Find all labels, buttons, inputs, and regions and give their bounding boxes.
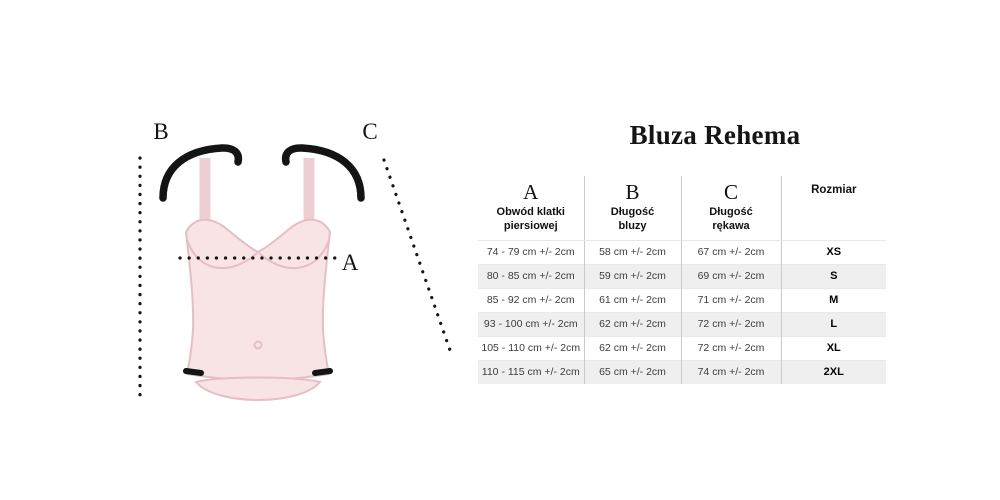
table-row: 105 - 110 cm +/- 2cm 62 cm +/- 2cm 72 cm… (478, 335, 886, 361)
camisole-bodice (185, 218, 331, 381)
cell-size: 2XL (780, 359, 886, 384)
col-header-length: B Długość bluzy (583, 176, 681, 241)
col-label-sleeve: Długość rękawa (709, 206, 753, 233)
cell-chest: 110 - 115 cm +/- 2cm (478, 359, 584, 384)
cell-size: M (780, 287, 886, 313)
cell-size: S (780, 263, 886, 289)
cell-chest: 85 - 92 cm +/- 2cm (478, 287, 584, 313)
left-shoulder-arc (159, 144, 243, 202)
cell-chest: 74 - 79 cm +/- 2cm (486, 246, 575, 259)
table-row: 93 - 100 cm +/- 2cm 62 cm +/- 2cm 72 cm … (478, 311, 886, 337)
cell-sleeve: 74 cm +/- 2cm (680, 359, 781, 384)
cell-size: XS (780, 240, 886, 265)
col-header-size: Rozmiar (780, 176, 886, 241)
cell-sleeve: 67 cm +/- 2cm (680, 240, 781, 265)
navel-dot (253, 340, 263, 350)
table-header-row: A Obwód klatki piersiowej B Długość bluz… (478, 176, 886, 241)
col-header-sleeve: C Długość rękawa (680, 176, 781, 241)
measurement-label-b: B (153, 119, 168, 144)
right-cup-seam (258, 239, 330, 270)
measurement-label-c: C (362, 119, 377, 144)
size-table: A Obwód klatki piersiowej B Długość bluz… (478, 176, 886, 384)
col-letter-a: A (523, 180, 539, 204)
measurement-line-c (382, 158, 454, 358)
measurement-label-a: A (342, 250, 359, 275)
col-letter-c: C (723, 180, 738, 204)
col-letter-b: B (625, 180, 640, 204)
briefs (194, 376, 322, 402)
col-label-size: Rozmiar (811, 184, 857, 196)
cell-sleeve: 71 cm +/- 2cm (680, 287, 781, 313)
cell-chest: 80 - 85 cm +/- 2cm (478, 263, 584, 289)
right-shoulder-arc (281, 144, 365, 202)
page-title: Bluza Rehema (629, 120, 801, 150)
cell-length: 65 cm +/- 2cm (583, 359, 681, 384)
cell-length: 58 cm +/- 2cm (583, 240, 681, 265)
table-row: 74 - 79 cm +/- 2cm 58 cm +/- 2cm 67 cm +… (478, 240, 886, 265)
left-cup-seam (186, 239, 258, 270)
left-hem-mark (183, 368, 204, 376)
col-header-chest: A Obwód klatki piersiowej (478, 176, 584, 241)
right-hem-mark (312, 368, 333, 376)
garment-diagram: B C A (138, 119, 454, 402)
cell-length: 62 cm +/- 2cm (583, 311, 681, 337)
table-row: 80 - 85 cm +/- 2cm 59 cm +/- 2cm 69 cm +… (478, 263, 886, 289)
cell-chest: 93 - 100 cm +/- 2cm (478, 311, 584, 337)
cell-length: 59 cm +/- 2cm (583, 263, 681, 289)
cell-sleeve: 72 cm +/- 2cm (680, 311, 781, 337)
table-row: 85 - 92 cm +/- 2cm 61 cm +/- 2cm 71 cm +… (478, 287, 886, 313)
col-label-chest: Obwód klatki piersiowej (496, 206, 565, 233)
cell-chest: 105 - 110 cm +/- 2cm (478, 335, 584, 361)
cell-sleeve: 72 cm +/- 2cm (680, 335, 781, 361)
col-label-length: Długość bluzy (610, 206, 655, 233)
table-row: 110 - 115 cm +/- 2cm 65 cm +/- 2cm 74 cm… (478, 359, 886, 384)
cell-length: 61 cm +/- 2cm (583, 287, 681, 313)
cell-length: 62 cm +/- 2cm (583, 335, 681, 361)
cell-sleeve: 69 cm +/- 2cm (680, 263, 781, 289)
cell-size: XL (780, 335, 886, 361)
cell-size: L (780, 311, 886, 337)
